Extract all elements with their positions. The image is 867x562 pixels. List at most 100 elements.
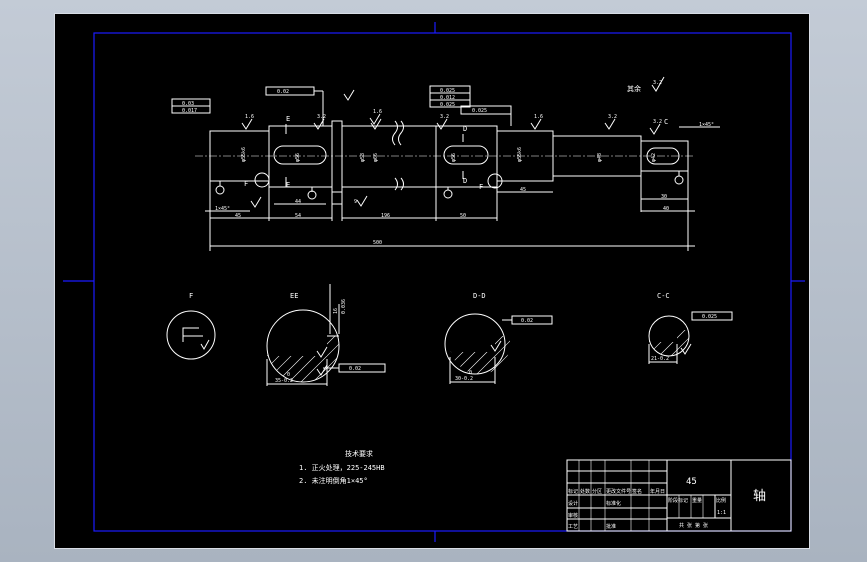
- drawing-frame: [93, 32, 792, 532]
- tb-c15: 批准: [606, 523, 616, 530]
- dimension-lines: 45 54 44 9 196 50 45 30 40 500: [209, 171, 695, 251]
- tech-line-1: 1. 正火处理，225-245HB: [299, 463, 385, 472]
- dia-c: φ58: [360, 153, 366, 162]
- tb-part-name: 轴: [753, 489, 766, 504]
- tol-2: 0.017: [182, 108, 197, 114]
- section-marks: E E D D C F F: [244, 115, 668, 191]
- mark-e-top: E: [286, 115, 290, 123]
- title-block: 45 轴 标记 处数 分区 更改文件号 签名 年月日 设计 标准化 审核 工艺 …: [566, 459, 792, 532]
- dia-e: φ56: [451, 153, 457, 162]
- dim-30: 30: [661, 194, 667, 200]
- ee-b-dim: 35-0.2: [275, 378, 293, 384]
- tech-line-2: 2. 未注明倒角1×45°: [299, 476, 368, 485]
- tb-c3: 分区: [592, 488, 602, 495]
- keyway-1: [273, 145, 327, 165]
- chamfer-notes: 1×45° 1×45°: [205, 122, 720, 212]
- mark-f1: F: [244, 180, 248, 188]
- roughness-qita-value: 3.2: [653, 80, 662, 86]
- segment-3: [341, 125, 437, 188]
- roughness-marks: 其余 3.2 1.6 3.2 1.6 3.2 1.6 3.2 3.2: [241, 76, 665, 208]
- mark-d-top: D: [463, 125, 467, 133]
- dim-45b: 45: [520, 187, 526, 193]
- chamfer-right: 1×45°: [699, 122, 714, 128]
- view-f-label: F: [189, 292, 193, 300]
- dim-500: 500: [373, 240, 382, 246]
- mark-f2: F: [479, 183, 483, 191]
- ee-w-dim: 0: [287, 372, 290, 378]
- roughness-qita: 其余: [627, 84, 641, 93]
- dim-45: 45: [235, 213, 241, 219]
- tb-c12: 比例: [716, 497, 726, 504]
- segment-7: [640, 140, 689, 172]
- rough-5: 1.6: [534, 114, 543, 120]
- shaft-main-view: [195, 120, 695, 193]
- dim-40: 40: [663, 206, 669, 212]
- drawing-canvas: φ55k6 φ56 φ58 φ66 φ56 φ55k6 φ48 φ42 E E …: [63, 22, 805, 542]
- keyway-3: [646, 147, 680, 165]
- rough-1: 1.6: [245, 114, 254, 120]
- view-ee: EE 16 0.036 0 35-0.2 0.02: [266, 284, 386, 386]
- tb-c7: 设计: [568, 500, 578, 507]
- rough-3: 1.6: [373, 109, 382, 115]
- cad-viewport[interactable]: φ55k6 φ56 φ58 φ66 φ56 φ55k6 φ48 φ42 E E …: [54, 13, 810, 549]
- dim-50: 50: [460, 213, 466, 219]
- tol-3: 0.02: [277, 89, 289, 95]
- view-dd-label: D-D: [473, 292, 486, 300]
- mark-c: C: [664, 118, 668, 126]
- dim-44: 44: [295, 199, 301, 205]
- tb-c10: 阶段标记: [668, 497, 688, 504]
- tech-title: 技术要求: [345, 449, 373, 458]
- view-dd: D-D 0.02 0 30-0.2: [444, 292, 553, 384]
- tb-c13: 共 张 第 张: [679, 522, 708, 529]
- dia-d: φ66: [373, 153, 379, 162]
- tolerance-frames: 0.03 0.017 0.02 0.025 0.012 0.025 0.025: [171, 85, 512, 126]
- tb-material: 45: [686, 477, 697, 487]
- dim-9: 9: [354, 199, 357, 205]
- view-cc: C-C 0.025 21-0.2: [648, 292, 733, 364]
- tb-scale: 1:1: [717, 510, 726, 516]
- view-cc-label: C-C: [657, 292, 670, 300]
- cc-tol-frame: 0.025: [702, 314, 717, 320]
- tol-7: 0.025: [472, 108, 487, 114]
- dim-54: 54: [295, 213, 301, 219]
- tb-c9: 工艺: [568, 524, 578, 530]
- dia-a: φ55k6: [241, 147, 247, 162]
- tb-c6: 年月日: [650, 488, 665, 495]
- ee-key-dim: 16: [333, 308, 339, 314]
- tb-c8: 审核: [568, 512, 578, 519]
- view-ee-label: EE: [290, 292, 298, 300]
- tb-c2: 处数: [580, 488, 590, 495]
- view-f: F: [166, 292, 216, 360]
- diameter-labels: φ55k6 φ56 φ58 φ66 φ56 φ55k6 φ48 φ42: [241, 147, 657, 162]
- datum-symbols: [215, 171, 684, 200]
- dim-196: 196: [381, 213, 390, 219]
- tb-c14: 标准化: [606, 500, 621, 507]
- tb-c11: 重量: [692, 497, 702, 504]
- tol-5: 0.012: [440, 95, 455, 101]
- segment-collar: [331, 120, 343, 193]
- dia-b: φ56: [295, 153, 301, 162]
- tol-4: 0.025: [440, 88, 455, 94]
- rough-8: 3.2: [653, 119, 662, 125]
- tol-1: 0.03: [182, 101, 194, 107]
- mark-e-bottom: E: [286, 181, 290, 189]
- ee-tol-frame: 0.02: [349, 366, 361, 372]
- tb-c1: 标记: [568, 488, 578, 495]
- tech-requirements: 技术要求 1. 正火处理，225-245HB 2. 未注明倒角1×45°: [299, 449, 385, 485]
- dd-b-dim: 30-0.2: [455, 376, 473, 382]
- tb-c4: 更改文件号: [606, 488, 631, 495]
- keyway-2: [443, 145, 489, 165]
- dd-w-dim: 0: [469, 370, 472, 376]
- ee-key-tol: 0.036: [341, 299, 347, 314]
- dia-g: φ48: [597, 153, 603, 162]
- tb-c5: 签名: [632, 488, 642, 495]
- dia-f: φ55k6: [517, 147, 523, 162]
- tol-6: 0.025: [440, 102, 455, 108]
- dia-h: φ42: [651, 153, 657, 162]
- mark-d-bottom: D: [463, 177, 467, 185]
- dd-tol-frame: 0.02: [521, 318, 533, 324]
- frame-center-marks: [63, 22, 805, 542]
- cc-b-dim: 21-0.2: [651, 356, 669, 362]
- rough-2: 3.2: [317, 114, 326, 120]
- rough-4: 3.2: [440, 114, 449, 120]
